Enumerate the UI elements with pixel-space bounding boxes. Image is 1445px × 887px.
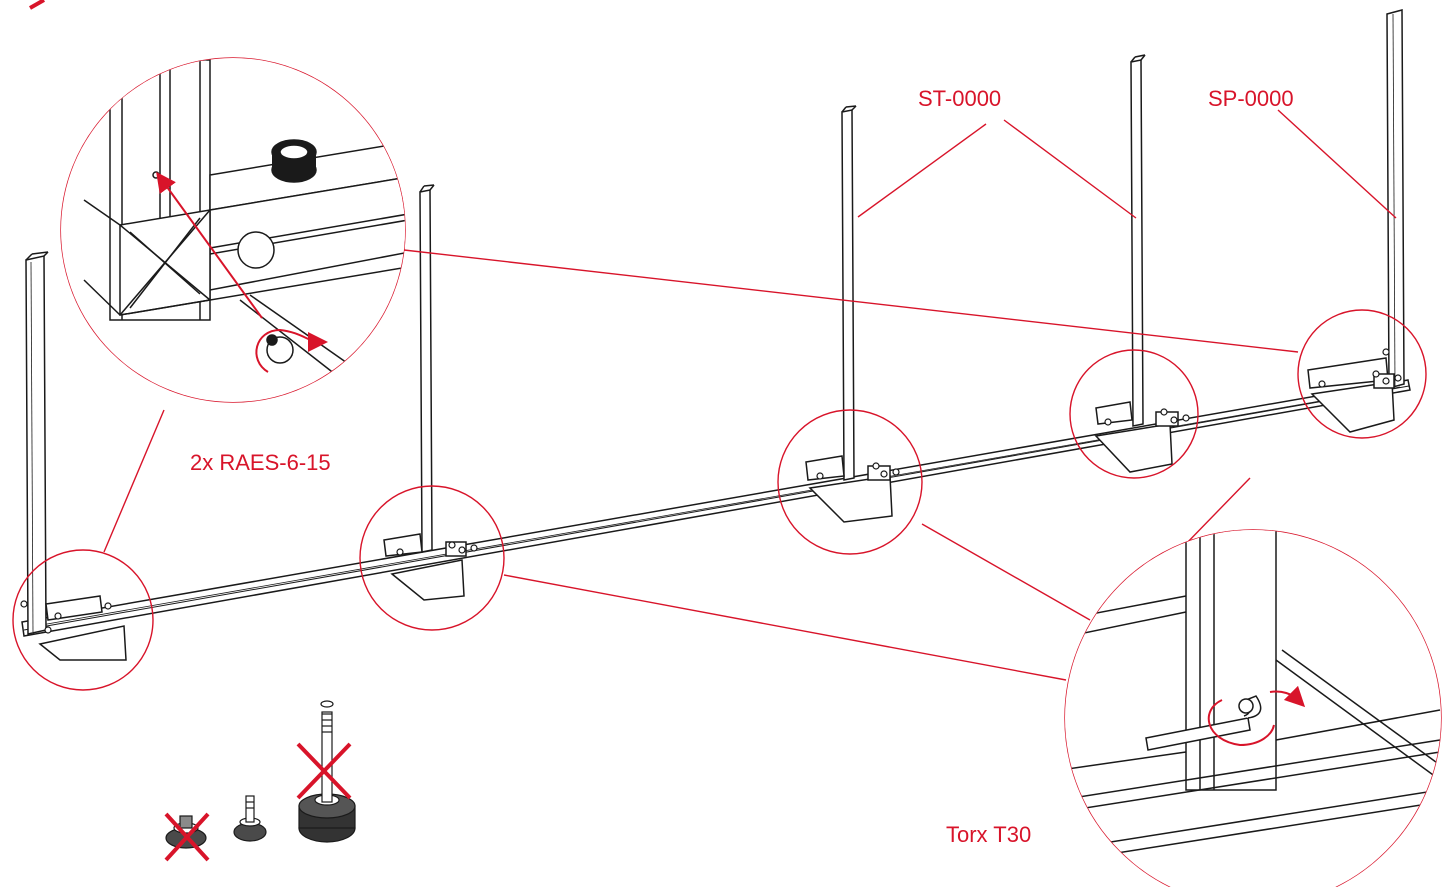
foot-5 — [1310, 381, 1395, 433]
label-raes-screw: 2x RAES-6-15 — [190, 450, 331, 475]
post-2 — [419, 184, 435, 553]
post-4 — [1130, 54, 1146, 427]
label-torx-tool: Torx T30 — [946, 822, 1032, 847]
frame-assembly — [21, 9, 1411, 661]
post-5 — [1386, 9, 1405, 389]
zoom-annotations-top-left — [156, 171, 328, 373]
detail-circle-4 — [1069, 349, 1199, 479]
foot-3 — [808, 475, 893, 523]
detail-circle-5 — [1297, 309, 1427, 439]
foot-1 — [38, 625, 127, 661]
post-1 — [25, 251, 49, 635]
leveling-foot-short-icon — [233, 795, 267, 842]
zoom-detail-bottom-right — [1065, 530, 1441, 887]
label-sp-0000: SP-0000 — [1208, 86, 1294, 111]
foot-4 — [1094, 423, 1173, 473]
label-st-0000: ST-0000 — [918, 86, 1002, 111]
frame-bolts — [20, 348, 1402, 634]
detail-circle-3 — [777, 409, 923, 555]
red-cross-icon — [164, 812, 210, 862]
leveling-foot-tall-icon — [298, 700, 356, 843]
zoom-annotations-bottom-right — [1207, 685, 1306, 747]
red-cross-tall-icon — [296, 742, 352, 800]
corner-mark — [29, 0, 45, 10]
detail-circle-2 — [359, 485, 505, 631]
post-3 — [841, 105, 857, 481]
zoom-detail-top-left — [61, 58, 405, 402]
detail-circle-1 — [12, 549, 154, 691]
foot-2 — [390, 559, 465, 601]
